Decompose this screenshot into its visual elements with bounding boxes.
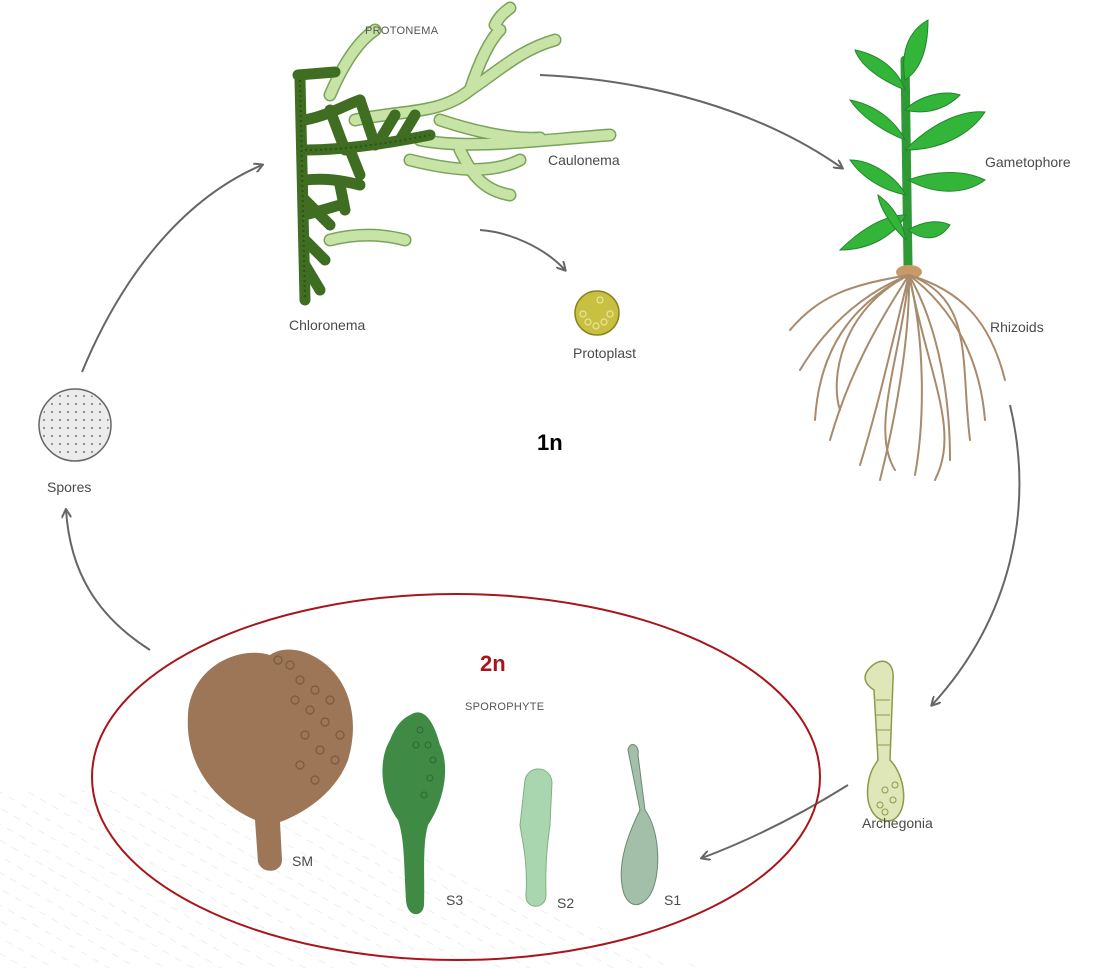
spores-label: Spores (47, 479, 91, 495)
haploid-label: 1n (537, 430, 563, 455)
sporophyte-label: SPOROPHYTE (465, 701, 544, 713)
archegonia-label: Archegonia (862, 815, 933, 831)
sm-label: SM (292, 853, 313, 869)
arrow-sporophyte-to-spores (66, 510, 150, 650)
archegonia-illustration (865, 661, 904, 821)
sporophyte-s2 (520, 769, 552, 906)
chloronema-label: Chloronema (289, 317, 365, 333)
protoplast-label: Protoplast (573, 345, 636, 361)
gametophore-label: Gametophore (985, 154, 1071, 170)
spore-illustration (39, 389, 111, 461)
s3-label: S3 (446, 892, 463, 908)
arrow-spores-to-protonema (82, 165, 262, 372)
protonema-label: PROTONEMA (365, 25, 439, 37)
gametophore-illustration (840, 20, 985, 279)
diploid-label: 2n (480, 651, 506, 676)
caulonema-label: Caulonema (548, 152, 620, 168)
arrow-rhizoids-to-archegonia (932, 405, 1019, 705)
s2-label: S2 (557, 895, 574, 911)
background-hatching (0, 790, 700, 968)
s1-label: S1 (664, 892, 681, 908)
arrow-protonema-to-protoplast (480, 230, 565, 270)
sporophyte-s1 (621, 745, 658, 905)
protoplast-illustration (575, 291, 619, 335)
rhizoids-illustration (790, 275, 1005, 480)
arrow-archegonia-to-sporophyte (702, 785, 848, 858)
rhizoids-label: Rhizoids (990, 319, 1044, 335)
